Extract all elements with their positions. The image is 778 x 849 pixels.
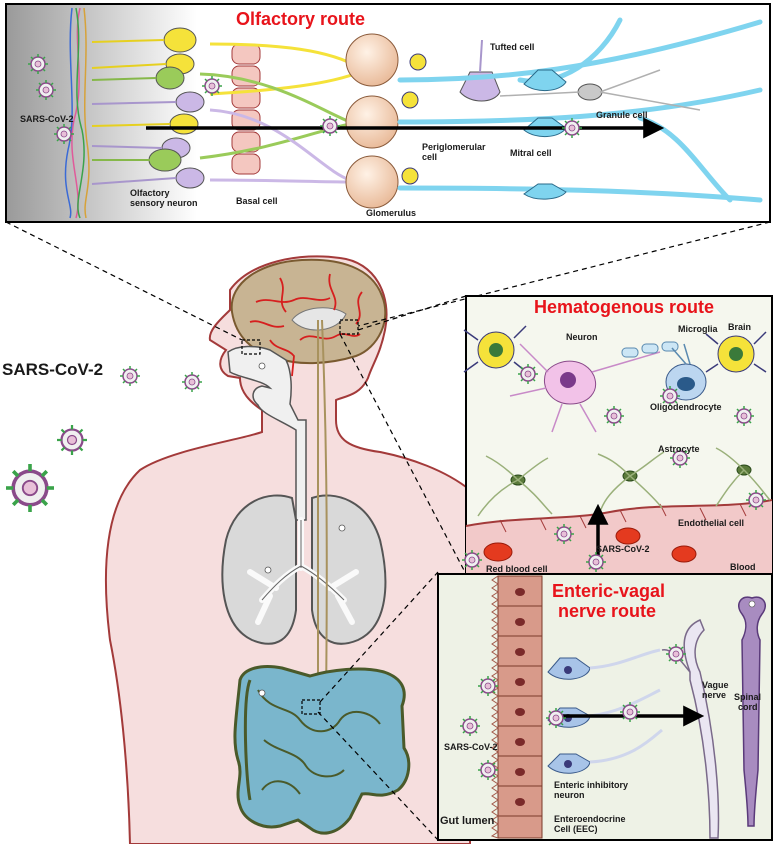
eni-label-2: neuron xyxy=(554,790,585,800)
central-sars-label: SARS-CoV-2 xyxy=(2,360,104,379)
osn-label-1: Olfactory xyxy=(130,188,170,198)
lungs xyxy=(221,494,387,645)
intestine xyxy=(233,665,411,835)
basal-cell-label: Basal cell xyxy=(236,196,278,206)
hematogenous-panel xyxy=(461,295,773,575)
spinal-label-2: cord xyxy=(738,702,758,712)
brain-label: Brain xyxy=(728,322,752,332)
glomerulus-label: Glomerulus xyxy=(366,208,417,218)
oligodendrocyte-label: Oligodendrocyte xyxy=(650,402,722,412)
hema-sars-label: SARS-CoV-2 xyxy=(596,544,650,554)
granule-cell-label: Granule cell xyxy=(596,110,648,120)
olfactory-route-title: Olfactory route xyxy=(236,9,366,29)
olfactory-sars-label: SARS-CoV-2 xyxy=(20,114,74,124)
eni-label-1: Enteric inhibitory xyxy=(554,780,629,790)
tufted-cell-label: Tufted cell xyxy=(490,42,535,52)
enteric-panel xyxy=(437,573,773,841)
periglomerular-label-2: cell xyxy=(422,152,438,162)
enteric-route-title-2: nerve route xyxy=(558,601,657,621)
rbc-label: Red blood cell xyxy=(486,564,548,574)
osn-label-2: sensory neuron xyxy=(130,198,198,208)
eec-label-2: Cell (EEC) xyxy=(554,824,598,834)
spinal-label-1: Spinal xyxy=(734,692,762,702)
hematogenous-route-title: Hematogenous route xyxy=(534,297,715,317)
brain xyxy=(230,258,387,377)
neuron-label: Neuron xyxy=(566,332,598,342)
astrocyte-label: Astrocyte xyxy=(658,444,700,454)
vague-label-1: Vague xyxy=(702,680,729,690)
eec-label-1: Enteroendocrine xyxy=(554,814,626,824)
gut-lumen-label: Gut lumen xyxy=(440,815,495,827)
microglia-label: Microglia xyxy=(678,324,718,334)
zoom-connectors xyxy=(5,221,771,841)
enteric-route-title-1: Enteric-vagal xyxy=(552,581,666,601)
blood-label: Blood xyxy=(730,562,756,572)
vague-label-2: nerve xyxy=(702,690,727,700)
olfactory-panel xyxy=(5,3,771,223)
airway xyxy=(227,345,307,521)
mitral-cell-label: Mitral cell xyxy=(510,148,552,158)
periglomerular-label-1: Periglomerular xyxy=(422,142,486,152)
enteric-sars-label: SARS-CoV-2 xyxy=(444,742,498,752)
endothelial-label: Endothelial cell xyxy=(678,518,745,528)
